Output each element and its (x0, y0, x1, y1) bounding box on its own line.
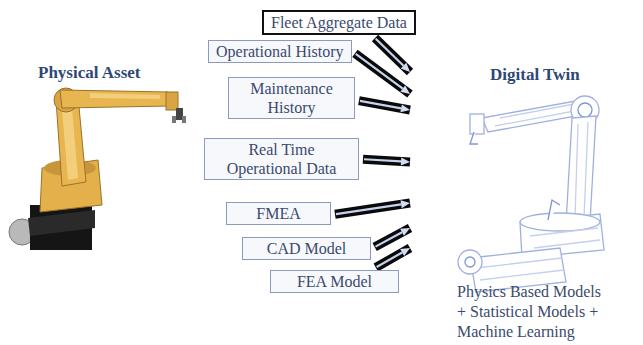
arrow-backing (375, 228, 410, 247)
data-source-box: Maintenance History (228, 77, 355, 119)
arrow-shaft (360, 101, 401, 109)
data-flow-arrow (335, 200, 410, 214)
data-flow-arrow (359, 101, 410, 113)
data-flow-arrow (376, 248, 410, 268)
physical-robot (9, 88, 186, 250)
arrow-shaft (336, 204, 401, 214)
box-text: FEA Model (297, 273, 372, 290)
data-source-box: Real Time Operational Data (204, 138, 359, 180)
data-source-box: Operational History (208, 40, 352, 63)
arrow-head (400, 228, 410, 236)
asset-heading: Physical Asset (38, 63, 140, 83)
twin-description: Physics Based Models + Statistical Model… (457, 282, 607, 342)
data-source-box: FEA Model (270, 270, 399, 293)
data-flow-arrow (355, 53, 410, 94)
arrow-backing (376, 248, 410, 268)
arrow-shaft (356, 54, 403, 89)
arrow-shaft (364, 159, 401, 161)
arrow-head (400, 104, 410, 112)
arrow-backing (355, 53, 410, 94)
box-text: Operational History (216, 43, 344, 60)
box-text: FMEA (256, 205, 300, 222)
arrow-shaft (377, 252, 403, 267)
data-flow-arrow (375, 228, 410, 247)
data-source-box: CAD Model (242, 237, 371, 260)
twin-heading: Digital Twin (490, 65, 580, 85)
arrow-head (401, 200, 410, 208)
arrow-head (400, 85, 410, 94)
digital-twin-area: Digital TwinPhysics Based Models + Stati… (410, 45, 640, 345)
wireframe-robot (458, 96, 604, 292)
box-text: Fleet Aggregate Data (271, 14, 407, 31)
data-flow-arrow (363, 157, 410, 165)
arrow-head (401, 157, 410, 165)
box-text: Maintenance History (250, 80, 333, 116)
arrow-shaft (376, 39, 404, 66)
arrow-head (401, 63, 410, 72)
data-source-box: FMEA (226, 202, 331, 225)
data-source-box: Fleet Aggregate Data (262, 10, 416, 35)
arrow-shaft (376, 232, 403, 246)
box-text: Real Time Operational Data (227, 141, 337, 177)
arrow-head (400, 248, 410, 256)
arrow-backing (335, 203, 410, 214)
box-text: CAD Model (267, 240, 347, 257)
